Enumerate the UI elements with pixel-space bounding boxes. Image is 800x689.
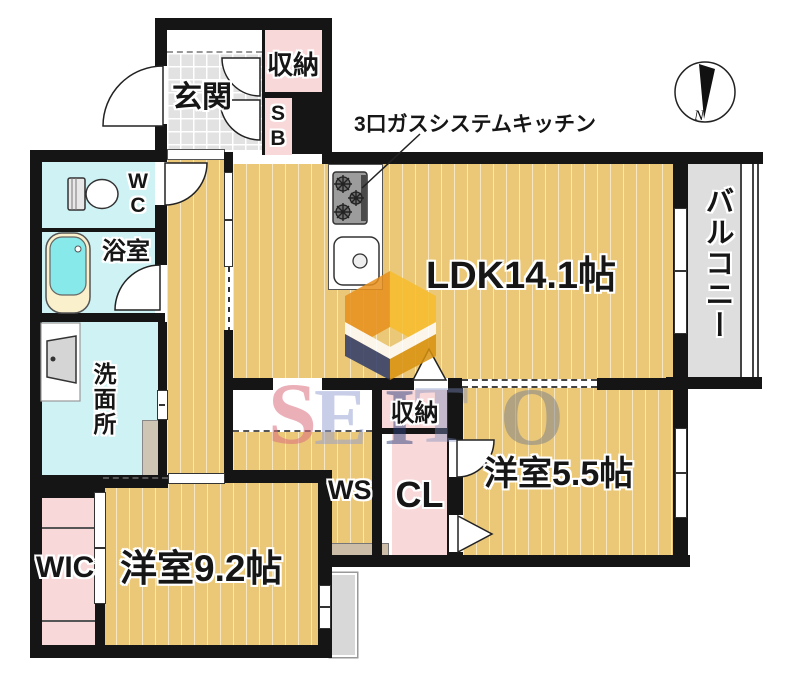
storage-mid-label: 収納 [390, 400, 439, 427]
wall-segment [262, 92, 322, 98]
kitchen-note-leader-line [361, 133, 421, 189]
storage-top-label: 収納 [266, 50, 319, 80]
north-compass-icon: N [674, 61, 736, 124]
balcony-label: バルコニー [701, 186, 733, 341]
wall-segment [262, 30, 265, 92]
shoe-box-label-line: B [270, 127, 286, 150]
room92-door [168, 473, 225, 484]
wall-segment [155, 18, 332, 30]
compass-north-label: N [693, 108, 705, 124]
wall-segment [224, 330, 233, 478]
room55-door-arc [456, 439, 495, 478]
wall-segment [158, 322, 167, 390]
hall-ldk-sliding-door [224, 172, 233, 267]
watermark-letter-e: E [314, 374, 368, 462]
cl-floor [392, 434, 447, 557]
sliding-door-track [225, 267, 232, 330]
wall-segment [382, 428, 447, 434]
ws-label: WS [328, 475, 372, 505]
wic-shelf-divider [40, 527, 97, 529]
wall-segment [233, 378, 273, 390]
bathtub-icon [45, 232, 91, 314]
western-room-92-label: 洋室9.2帖 [120, 548, 283, 589]
genkan-closet-door-arc [219, 57, 261, 141]
kitchen-note-label: 3口ガスシステムキッチン [354, 113, 597, 136]
storage-top-floor [264, 30, 322, 92]
wall-segment [322, 18, 332, 92]
ldk-room55-sliding-door [462, 379, 597, 388]
bath-label: 浴室 [102, 238, 150, 265]
balcony-railing [752, 164, 754, 377]
room92-window [319, 585, 331, 629]
washbasin-icon [40, 322, 81, 402]
watermark-letter-i: I [384, 374, 416, 462]
washroom-label: 洗面所 [90, 362, 116, 437]
wall-segment [155, 232, 167, 265]
balcony-railing [757, 164, 759, 377]
wall-segment [95, 603, 105, 647]
wic-shelf-divider [40, 620, 97, 622]
shoe-box-label-line: S [270, 102, 285, 125]
watermark-letter-s: S [268, 366, 317, 463]
western-room-55-label: 洋室5.5帖 [484, 455, 634, 493]
wall-segment [597, 378, 675, 390]
western-room-92-floor [103, 480, 320, 648]
wic-floor [40, 498, 97, 652]
wall-segment [155, 205, 167, 232]
shoe-box-floor [264, 98, 292, 155]
wall-opening [273, 378, 322, 390]
wall-segment [322, 152, 763, 164]
wc-door-arc [164, 162, 208, 206]
wall-segment [155, 18, 167, 66]
ldk-label: LDK14.1帖 [426, 255, 617, 297]
folding-door-triangle [411, 347, 494, 554]
wall-segment [30, 645, 332, 658]
wic-label: WIC [36, 551, 95, 584]
shoe-box-label: S B [264, 101, 292, 151]
wall-segment [225, 470, 320, 483]
wall-segment [224, 152, 233, 172]
balcony-window [674, 208, 687, 334]
wall-segment [666, 377, 762, 389]
wall-segment [372, 380, 382, 557]
wall-opening [414, 378, 448, 390]
wc-label-line: C [130, 194, 146, 217]
wall-segment [30, 313, 165, 322]
kitchen-sink-icon [333, 236, 380, 286]
wall-segment [320, 555, 690, 567]
cl-label: CL [395, 474, 444, 515]
wc-label: W C [120, 170, 156, 218]
gas-stove-icon [332, 171, 368, 225]
wic-sliding-door [94, 492, 106, 604]
toilet-icon [67, 177, 119, 211]
wall-segment [292, 92, 332, 154]
wall-segment [322, 378, 414, 390]
room55-window [675, 428, 687, 518]
bath-door-arc [114, 264, 161, 311]
wall-segment [262, 98, 265, 155]
balcony-floor [688, 164, 740, 378]
hallway-floor [167, 160, 225, 478]
balcony-railing [740, 164, 742, 377]
wall-segment [42, 228, 155, 232]
wall-segment [30, 150, 42, 658]
western-room-55-floor [463, 388, 673, 555]
wall-segment [30, 150, 165, 162]
wc-label-line: W [128, 170, 148, 193]
storage-mid-floor [382, 388, 447, 430]
watermark-letter-t: T [414, 369, 469, 460]
watermark-letter-o: O [500, 371, 564, 462]
ldk-floor [233, 164, 673, 380]
room92-top-dashed-line [103, 477, 168, 479]
counter-band [233, 388, 372, 432]
genkan-label: 玄関 [172, 81, 232, 114]
washroom-sliding-door [157, 390, 168, 420]
entry-porch-strip [167, 30, 262, 53]
wall-segment [30, 488, 105, 498]
wall-segment [158, 420, 167, 475]
front-door-arc [102, 65, 164, 127]
